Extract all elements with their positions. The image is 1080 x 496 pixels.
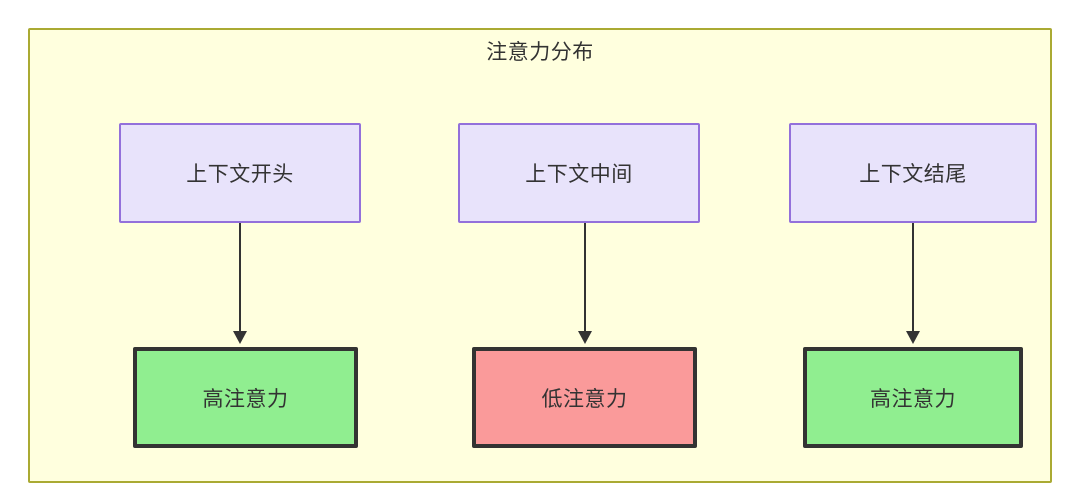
arrowhead-icon [233, 331, 247, 344]
node-attention-high-start[interactable]: 高注意力 [133, 347, 358, 448]
edge-line [912, 223, 914, 335]
arrowhead-icon [906, 331, 920, 344]
node-context-start[interactable]: 上下文开头 [119, 123, 361, 223]
node-context-middle[interactable]: 上下文中间 [458, 123, 700, 223]
node-attention-low-middle[interactable]: 低注意力 [472, 347, 697, 448]
edge-context-start-to-attention [231, 223, 249, 348]
attention-distribution-subgraph: 注意力分布 上下文开头 上下文中间 上下文结尾 高注意力 低注意力 高注意力 [28, 28, 1052, 483]
subgraph-title: 注意力分布 [486, 41, 594, 64]
edge-context-middle-to-attention [576, 223, 594, 348]
arrowhead-icon [578, 331, 592, 344]
node-attention-high-end[interactable]: 高注意力 [803, 347, 1023, 448]
edge-line [239, 223, 241, 335]
edge-line [584, 223, 586, 335]
edge-context-end-to-attention [904, 223, 922, 348]
node-context-end[interactable]: 上下文结尾 [789, 123, 1037, 223]
